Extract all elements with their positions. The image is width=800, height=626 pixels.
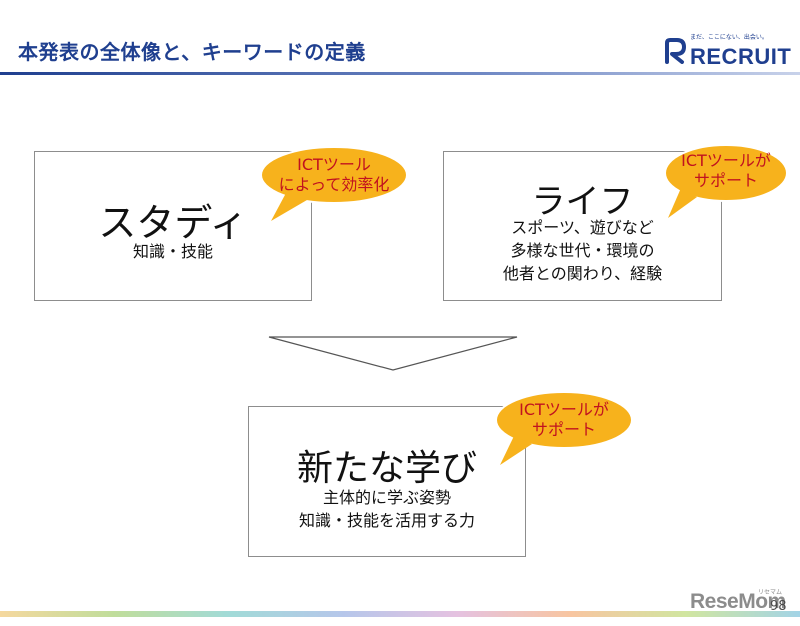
life-subtext: スポーツ、遊びなど 多様な世代・環境の 他者との関わり、経験 xyxy=(444,216,721,285)
new-learning-callout-text: ICTツールが サポート xyxy=(494,400,634,440)
new-learning-subtext-line-2: 知識・技能を活用する力 xyxy=(298,511,475,530)
speech-bubble-icon xyxy=(664,144,788,218)
recruit-logo: まだ、ここにない、出会い。 RECRUIT xyxy=(664,30,791,72)
footer-color-band xyxy=(0,611,800,617)
life-callout-line-1: ICTツールが xyxy=(681,151,771,170)
study-callout-line-2: によって効率化 xyxy=(278,175,390,194)
speech-bubble-icon xyxy=(260,146,408,221)
new-learning-subtext: 主体的に学ぶ姿勢 知識・技能を活用する力 xyxy=(249,486,525,532)
new-learning-box: 新たな学び 主体的に学ぶ姿勢 知識・技能を活用する力 xyxy=(248,406,526,557)
resemom-watermark-small: リセマム xyxy=(758,589,783,596)
study-callout: ICTツール によって効率化 xyxy=(259,145,409,225)
logo-wordmark: RECRUIT xyxy=(690,44,792,69)
new-learning-subtext-line-1: 主体的に学ぶ姿勢 xyxy=(322,488,451,507)
life-subtext-line-3: 他者との関わり、経験 xyxy=(502,264,663,283)
study-heading: スタディ xyxy=(98,201,248,245)
new-learning-heading: 新たな学び xyxy=(296,448,477,489)
page-number: 98 xyxy=(770,599,787,614)
life-callout-line-2: サポート xyxy=(693,171,758,190)
new-learning-callout-line-1: ICTツールが xyxy=(519,400,609,419)
study-callout-text: ICTツール によって効率化 xyxy=(259,155,409,195)
speech-bubble-icon xyxy=(495,391,633,465)
study-callout-line-1: ICTツール xyxy=(297,155,371,174)
life-subtext-line-1: スポーツ、遊びなど xyxy=(511,218,654,237)
life-callout: ICTツールが サポート xyxy=(663,143,789,223)
slide-title: 本発表の全体像と、キーワードの定義 xyxy=(18,40,366,64)
down-arrow-icon xyxy=(268,336,518,371)
header-rule xyxy=(0,72,800,75)
logo-tagline: まだ、ここにない、出会い。 xyxy=(690,34,768,41)
new-learning-callout: ICTツールが サポート xyxy=(494,390,634,470)
life-callout-text: ICTツールが サポート xyxy=(663,151,789,191)
recruit-logo-mark xyxy=(665,38,686,64)
life-subtext-line-2: 多様な世代・環境の xyxy=(510,241,655,260)
resemom-watermark: ReseMom xyxy=(690,590,786,613)
study-subtext: 知識・技能 xyxy=(132,242,213,261)
new-learning-callout-line-2: サポート xyxy=(531,420,596,439)
life-heading: ライフ xyxy=(531,182,634,222)
